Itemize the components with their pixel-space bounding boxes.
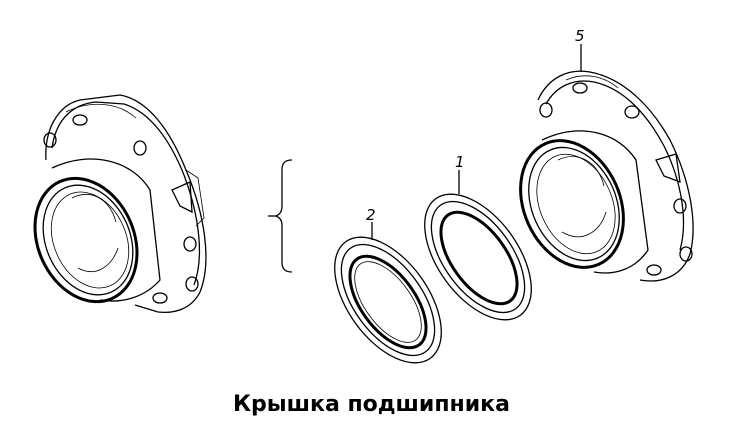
callout-part-5: 5 [575, 27, 585, 45]
callout-part-1: 1 [455, 153, 465, 171]
bearing-cover-part-5 [519, 44, 694, 282]
bearing-cover-left [33, 94, 207, 314]
assembly-bracket [268, 159, 293, 273]
diagram-caption: Крышка подшипника [233, 392, 510, 417]
seal-part-2 [334, 222, 442, 364]
seal-part-1 [424, 170, 532, 321]
callout-part-2: 2 [366, 206, 376, 224]
